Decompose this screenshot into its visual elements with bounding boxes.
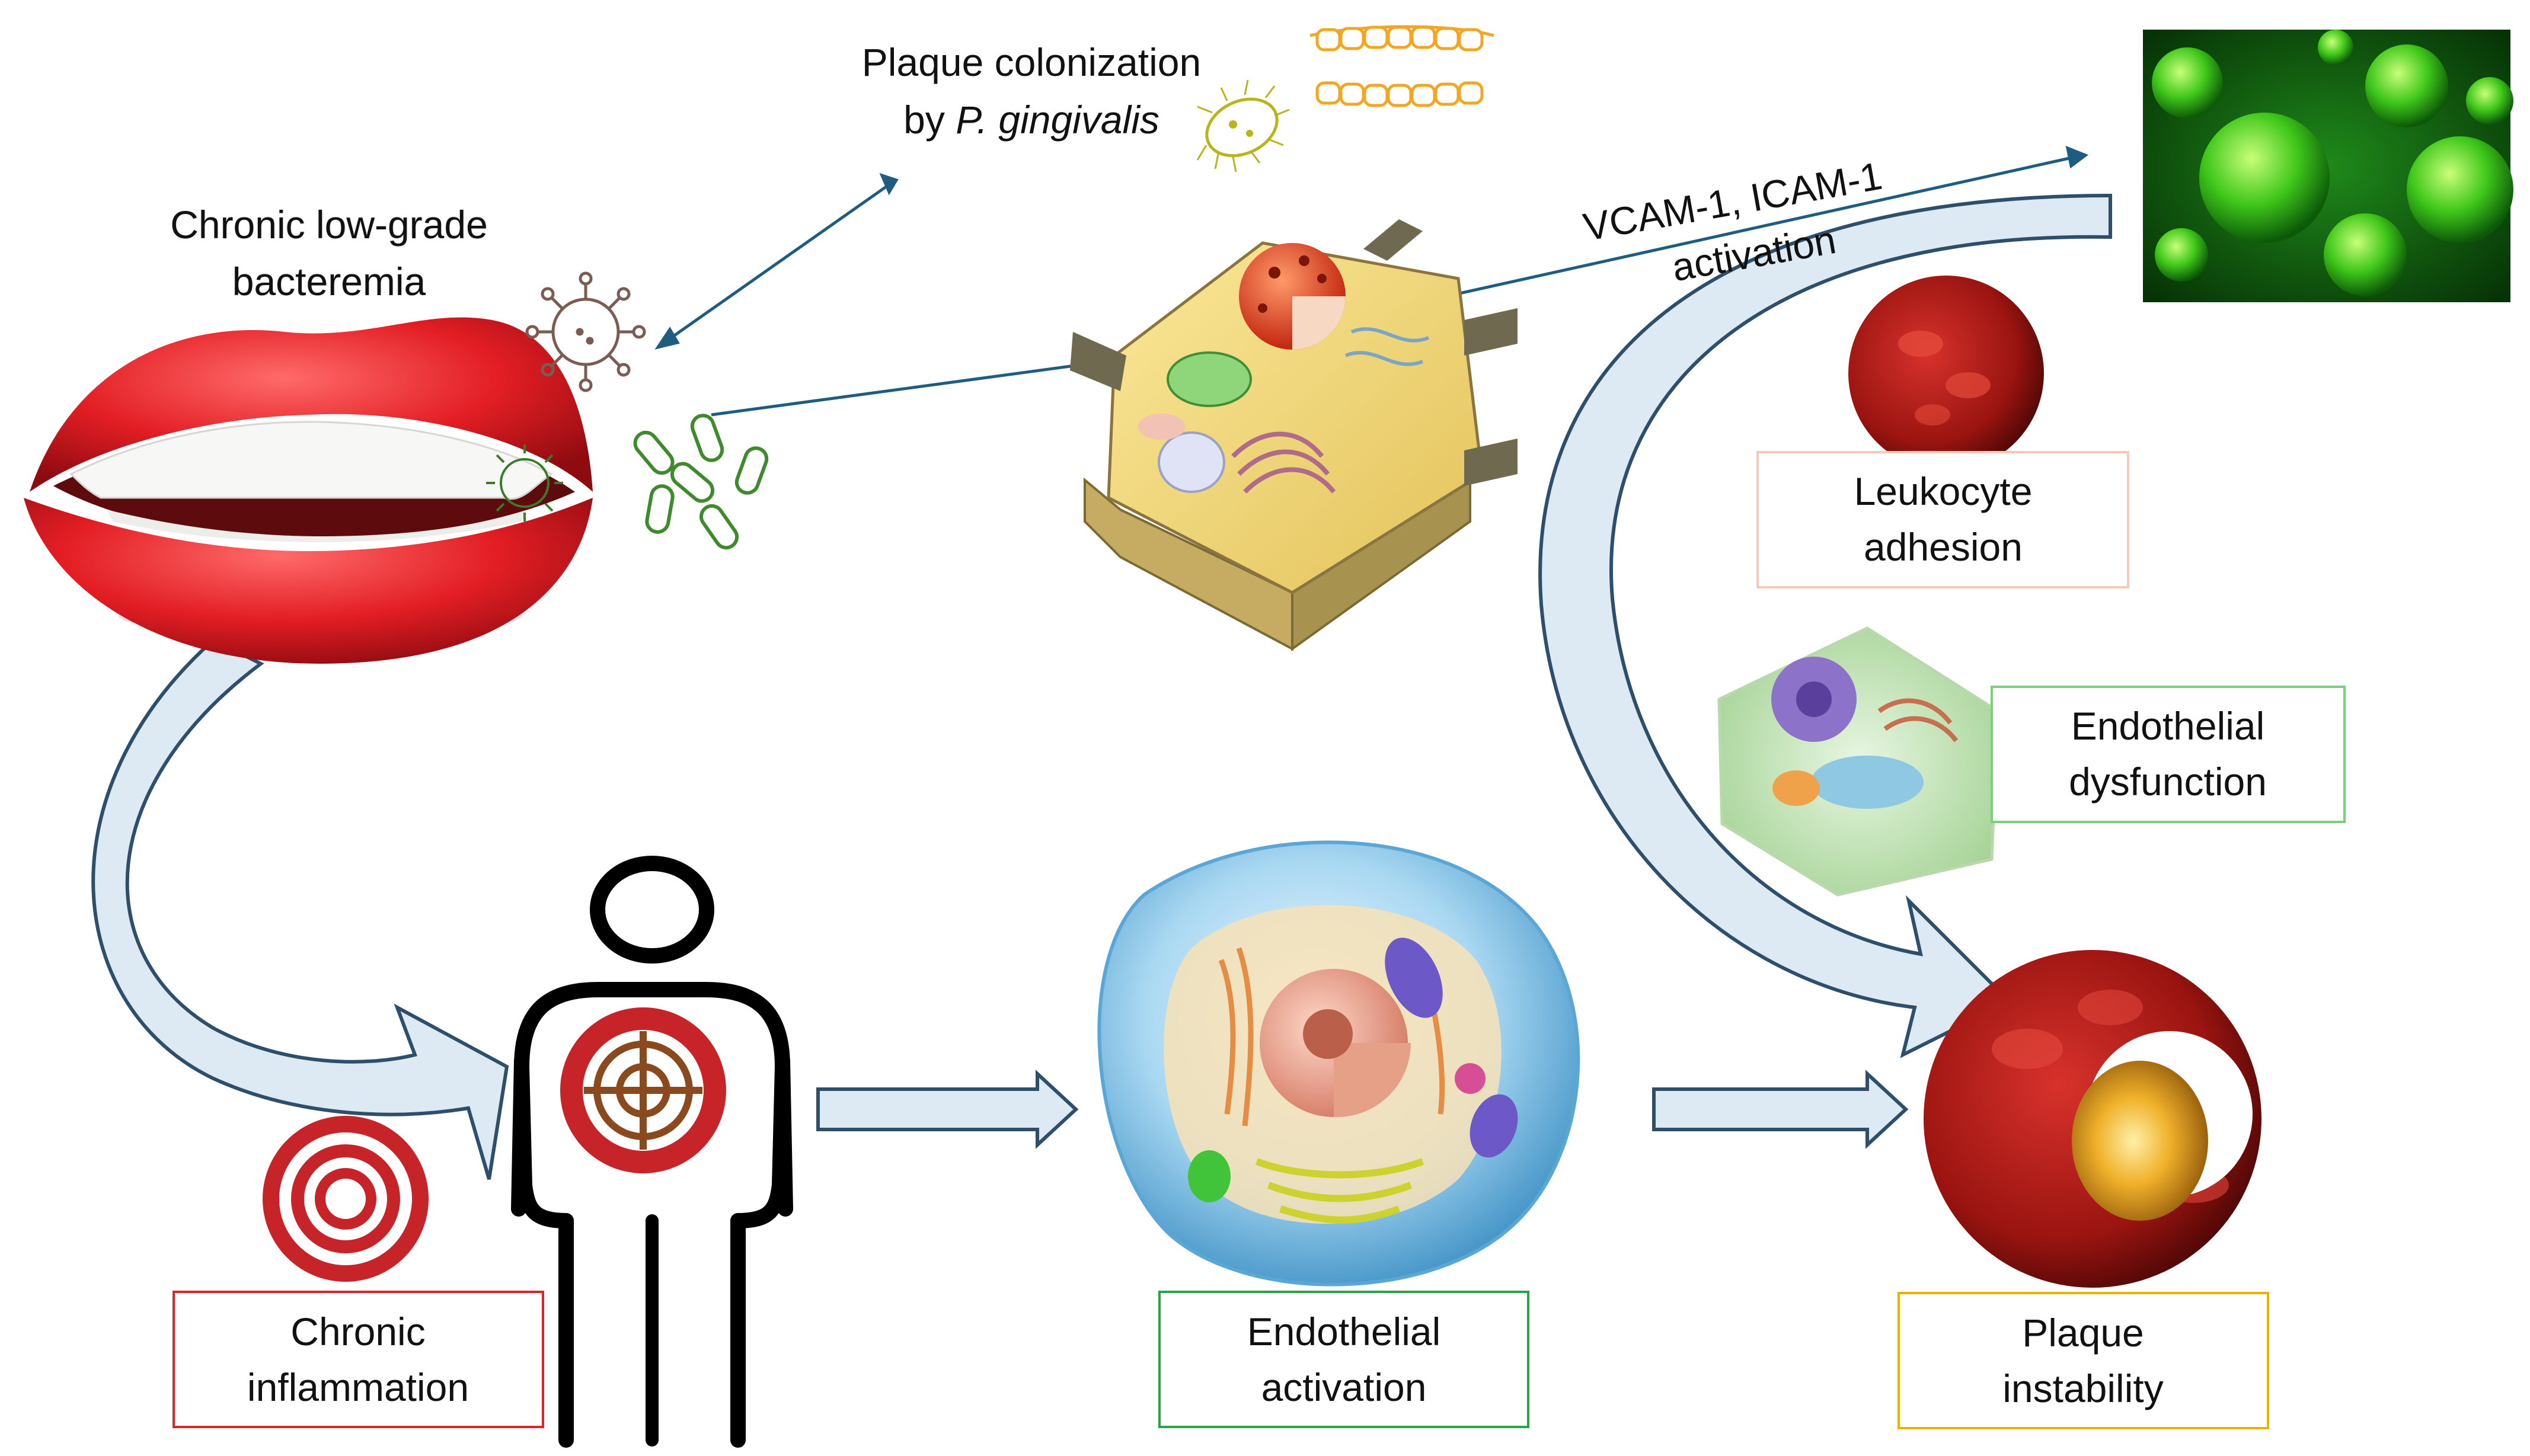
- plant-cell-illustration: [1070, 219, 1518, 651]
- label-p-gingivalis: P. gingivalis: [956, 98, 1159, 142]
- label-chronic-line1: Chronic: [290, 1310, 425, 1353]
- arrow-bacteria-to-cell: [711, 361, 1097, 417]
- virus-icon: [525, 271, 646, 392]
- thin-arrows: [654, 145, 2089, 417]
- leukocyte-box: [1756, 451, 2129, 588]
- curved-arrow-mouth-to-person: [91, 638, 509, 1180]
- plaque-deposit: [2072, 1061, 2208, 1221]
- green-microscopy-image: [2143, 30, 2513, 302]
- label-bacteremia: Chronic low-grade bacteremia: [170, 202, 488, 304]
- arrow-cell-to-microscopy: [1446, 155, 2075, 298]
- arrow-bacteria-plaque-colonization: [666, 185, 887, 343]
- block-arrows: [91, 193, 2112, 1180]
- arrow-head: [2065, 145, 2089, 169]
- label-endo-act-line1: Endothelial: [1247, 1310, 1441, 1353]
- chloroplast: [1167, 351, 1252, 407]
- curved-arrow-to-plaque: [1538, 193, 2112, 1058]
- small-organelle: [1138, 414, 1186, 440]
- plaque-instability-box: [1898, 1292, 2269, 1429]
- leukocyte-illustration: [1848, 276, 2044, 471]
- label-plaque-colonization-by: by: [903, 98, 956, 142]
- body-target-icon: [560, 1007, 726, 1173]
- label-endo-act-line2: activation: [1261, 1365, 1427, 1409]
- upper-lip: [30, 317, 593, 492]
- label-leukocyte-line1: Leukocyte: [1854, 469, 2033, 513]
- lower-teeth: [107, 510, 528, 542]
- label-plaque-inst-line2: instability: [2002, 1367, 2163, 1410]
- chronic-inflammation-box: [172, 1291, 544, 1428]
- mouth-illustration: [24, 317, 593, 664]
- label-plaque-inst-line1: Plaque: [2022, 1311, 2144, 1355]
- label-endo-dys-line1: Endothelial: [2071, 704, 2265, 748]
- block-arrow-cell-to-plaque: [1652, 1070, 1909, 1149]
- label-plaque-colonization-line1: Plaque colonization: [862, 40, 1201, 84]
- cell-wall-fin-right: [1464, 308, 1518, 356]
- label-bacteremia-line2: bacteremia: [232, 260, 426, 303]
- label-bacteremia-line1: Chronic low-grade: [170, 203, 488, 247]
- plant-nucleus-cut: [1292, 296, 1346, 350]
- endothelial-dysfunction-illustration: [1717, 626, 1999, 897]
- rod-bacteria-icon: [633, 414, 769, 550]
- arrow-head: [879, 172, 899, 196]
- arrow-head: [654, 327, 680, 350]
- vacuole: [1158, 431, 1225, 493]
- cell-wall-fin-bottom-right: [1464, 439, 1518, 486]
- label-chronic-line2: inflammation: [247, 1365, 469, 1409]
- teeth-arch-icon: [1309, 25, 1494, 107]
- virus-in-mouth-icon: [486, 444, 563, 521]
- label-plaque-colonization-line2: by P. gingivalis: [903, 98, 1159, 142]
- cell-wall-fin-top: [1363, 219, 1423, 261]
- label-leukocyte-line2: adhesion: [1864, 525, 2023, 569]
- person-icon: [511, 856, 793, 1448]
- golgi: [1231, 431, 1336, 494]
- p-gingivalis-bacterium-icon: [1196, 79, 1290, 172]
- label-endo-dys-line2: dysfunction: [2069, 760, 2267, 804]
- block-arrow-person-to-cell: [816, 1070, 1079, 1149]
- endothelial-dysfunction-box: [1991, 686, 2346, 823]
- cell-wall-fin-left: [1070, 332, 1126, 391]
- upper-teeth: [69, 421, 553, 500]
- er: [1344, 327, 1430, 366]
- lower-lip: [24, 498, 593, 664]
- inflammation-target-icon: [263, 1116, 429, 1282]
- label-plaque-colonization: Plaque colonization by P. gingivalis: [862, 40, 1201, 142]
- artery-plaque-illustration: [1924, 950, 2261, 1288]
- endothelial-activation-box: [1158, 1291, 1529, 1428]
- eukaryotic-cell-illustration: [1097, 840, 1580, 1287]
